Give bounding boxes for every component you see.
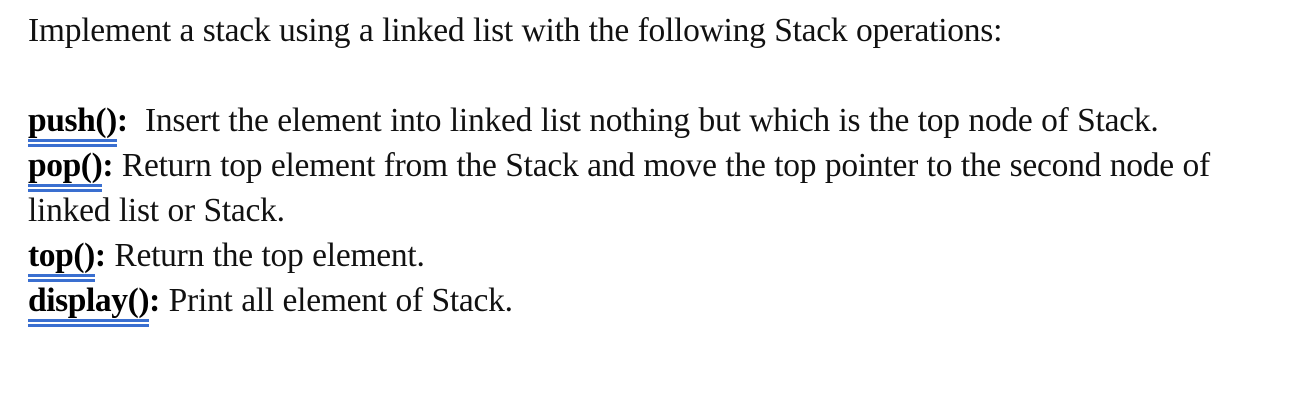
operation-description-display: Print all element of Stack. [168, 282, 513, 319]
operation-paragraph-push: push(): Insert the element into linked l… [28, 98, 1296, 147]
function-term-display-label: display() [28, 282, 150, 319]
function-term-push[interactable]: push() [28, 98, 117, 147]
term-gap-display [160, 282, 169, 319]
operation-paragraph-top: top(): Return the top element. [28, 233, 1296, 282]
blue-double-underline-icon [28, 319, 150, 327]
function-term-pop-label: pop() [28, 147, 103, 184]
function-term-pop[interactable]: pop() [28, 143, 103, 192]
operation-description-pop: Return top element from the Stack and mo… [28, 147, 1210, 229]
function-term-display[interactable]: display() [28, 278, 150, 327]
term-separator-top: : [94, 237, 106, 274]
operation-description-top: Return the top element. [114, 237, 425, 274]
function-term-top-label: top() [28, 237, 95, 274]
term-separator-display: : [149, 282, 161, 319]
term-gap-push [128, 102, 145, 139]
function-term-top[interactable]: top() [28, 233, 95, 282]
operation-description-push: Insert the element into linked list noth… [145, 102, 1159, 139]
term-gap-pop [113, 147, 122, 184]
term-separator-push: : [116, 102, 128, 139]
function-term-push-label: push() [28, 102, 117, 139]
document-body: Implement a stack using a linked list wi… [28, 8, 1296, 327]
blue-double-underline-icon [28, 184, 103, 192]
operation-paragraph-display: display(): Print all element of Stack. [28, 278, 1296, 327]
term-separator-pop: : [102, 147, 114, 184]
operation-paragraph-pop: pop(): Return top element from the Stack… [28, 143, 1296, 233]
intro-paragraph: Implement a stack using a linked list wi… [28, 12, 1003, 49]
